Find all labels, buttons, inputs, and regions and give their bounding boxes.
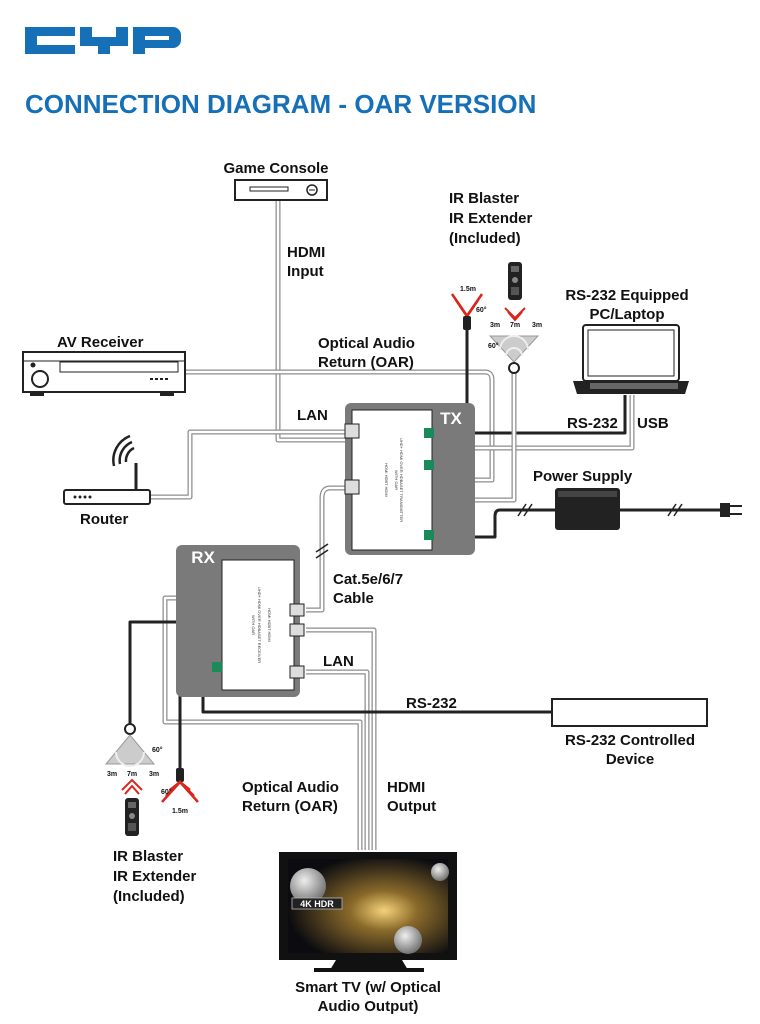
pc-label-1: RS-232 Equipped [565, 287, 688, 304]
oar-top-label-2: Return (OAR) [318, 354, 414, 371]
oar-bottom-label-1: Optical Audio [242, 779, 339, 796]
power-supply-label: Power Supply [533, 468, 633, 485]
tx-module [344, 403, 475, 555]
tx-body-text: UHD+ HDMI OVER HDBASET TRANSMITTER WITH … [384, 438, 404, 522]
ir-ext-bottom-angle: 60° [152, 746, 163, 754]
laptop [573, 324, 689, 394]
smart-tv-label-1: Smart TV (w/ Optical [295, 979, 441, 996]
ir-extender-top [488, 335, 540, 374]
ir-ext-bottom-left: 3m [107, 771, 117, 778]
ir-bottom-title-2: IR Extender [113, 868, 197, 885]
ir-blaster-bottom [161, 768, 199, 803]
rx-module [176, 545, 305, 697]
svg-text:UHD+ HDMI OVER HDBASET TRANSMI: UHD+ HDMI OVER HDBASET TRANSMITTER [399, 438, 404, 522]
smart-tv [279, 852, 457, 972]
oar-bottom-label-2: Return (OAR) [242, 798, 338, 815]
ir-ext-top-mid: 7m [510, 322, 520, 329]
svg-text:4K HDR: 4K HDR [300, 899, 334, 909]
av-receiver-label: AV Receiver [57, 334, 144, 351]
game-console-label: Game Console [223, 160, 328, 177]
rx-body-text: HDMI HDBT HDMI UHD+ HDMI OVER HDBASET RE… [251, 587, 272, 663]
ir-ext-top-right: 3m [532, 322, 542, 329]
router [63, 434, 151, 505]
cat-cable-label-1: Cat.5e/6/7 [333, 571, 403, 588]
smart-tv-label-2: Audio Output) [318, 998, 419, 1015]
tv-badge: 4K HDR [291, 897, 343, 910]
ir-blaster-top [450, 293, 484, 330]
svg-text:HDMI HDBT HDMI: HDMI HDBT HDMI [267, 608, 272, 641]
power-supply [555, 488, 620, 530]
lan-rx-label: LAN [323, 653, 354, 670]
ir-top-title-2: IR Extender [449, 210, 533, 227]
hdmi-output-label-2: Output [387, 798, 436, 815]
usb-label: USB [637, 415, 669, 432]
ir-blaster-top-angle: 60° [476, 306, 487, 314]
ir-blaster-bottom-dist: 1.5m [172, 808, 188, 815]
ir-blaster-bottom-angle: 60° [161, 788, 172, 796]
svg-text:HDMI HDBT HDMI: HDMI HDBT HDMI [384, 463, 389, 496]
router-label: Router [80, 511, 128, 528]
oar-top-label-1: Optical Audio [318, 335, 415, 352]
hdmi-input-cable [275, 200, 345, 443]
ir-ext-top-angle: 60° [488, 342, 499, 350]
hdmi-input-label-1: HDMI [287, 244, 325, 261]
rs232-device-label-1: RS-232 Controlled [565, 732, 695, 749]
rs232-top-cable [432, 395, 627, 435]
ir-top-title-3: (Included) [449, 230, 521, 247]
hdmi-output-label-1: HDMI [387, 779, 425, 796]
power-cable [460, 508, 555, 539]
rs232-device-label-2: Device [606, 751, 654, 768]
tx-label: TX [440, 409, 462, 428]
rs232-controlled-device [551, 698, 708, 727]
ir-ext-bottom-right: 3m [149, 771, 159, 778]
ir-ext-top-left: 3m [490, 322, 500, 329]
game-console [234, 179, 328, 201]
hdmi-input-label-2: Input [287, 263, 324, 280]
rs232-top-label: RS-232 [567, 415, 618, 432]
svg-text:UHD+ HDMI OVER HDBASET RECEIVE: UHD+ HDMI OVER HDBASET RECEIVER [257, 587, 262, 663]
ir-top-title-1: IR Blaster [449, 190, 519, 207]
lan-top-label: LAN [297, 407, 328, 424]
remote-control-bottom-icon [121, 778, 143, 836]
pc-label-2: PC/Laptop [590, 306, 665, 323]
remote-control-top-icon [504, 262, 526, 322]
power-plug [720, 503, 742, 517]
ir-extender-bottom [104, 723, 156, 767]
ir-ext-bottom-mid: 7m [127, 771, 137, 778]
av-receiver [22, 351, 186, 396]
cyp-logo [25, 27, 181, 54]
rs232-rx-label: RS-232 [406, 695, 457, 712]
ir-blaster-top-dist: 1.5m [460, 286, 476, 293]
cable-break-marks [315, 503, 683, 559]
page-title: CONNECTION DIAGRAM - OAR VERSION [25, 89, 536, 119]
rx-label: RX [191, 548, 215, 567]
ir-bottom-title-3: (Included) [113, 888, 185, 905]
cat-cable-label-2: Cable [333, 590, 374, 607]
svg-text:WITH OAR: WITH OAR [251, 615, 256, 635]
svg-text:WITH OAR: WITH OAR [394, 470, 399, 490]
ir-bottom-title-1: IR Blaster [113, 848, 183, 865]
